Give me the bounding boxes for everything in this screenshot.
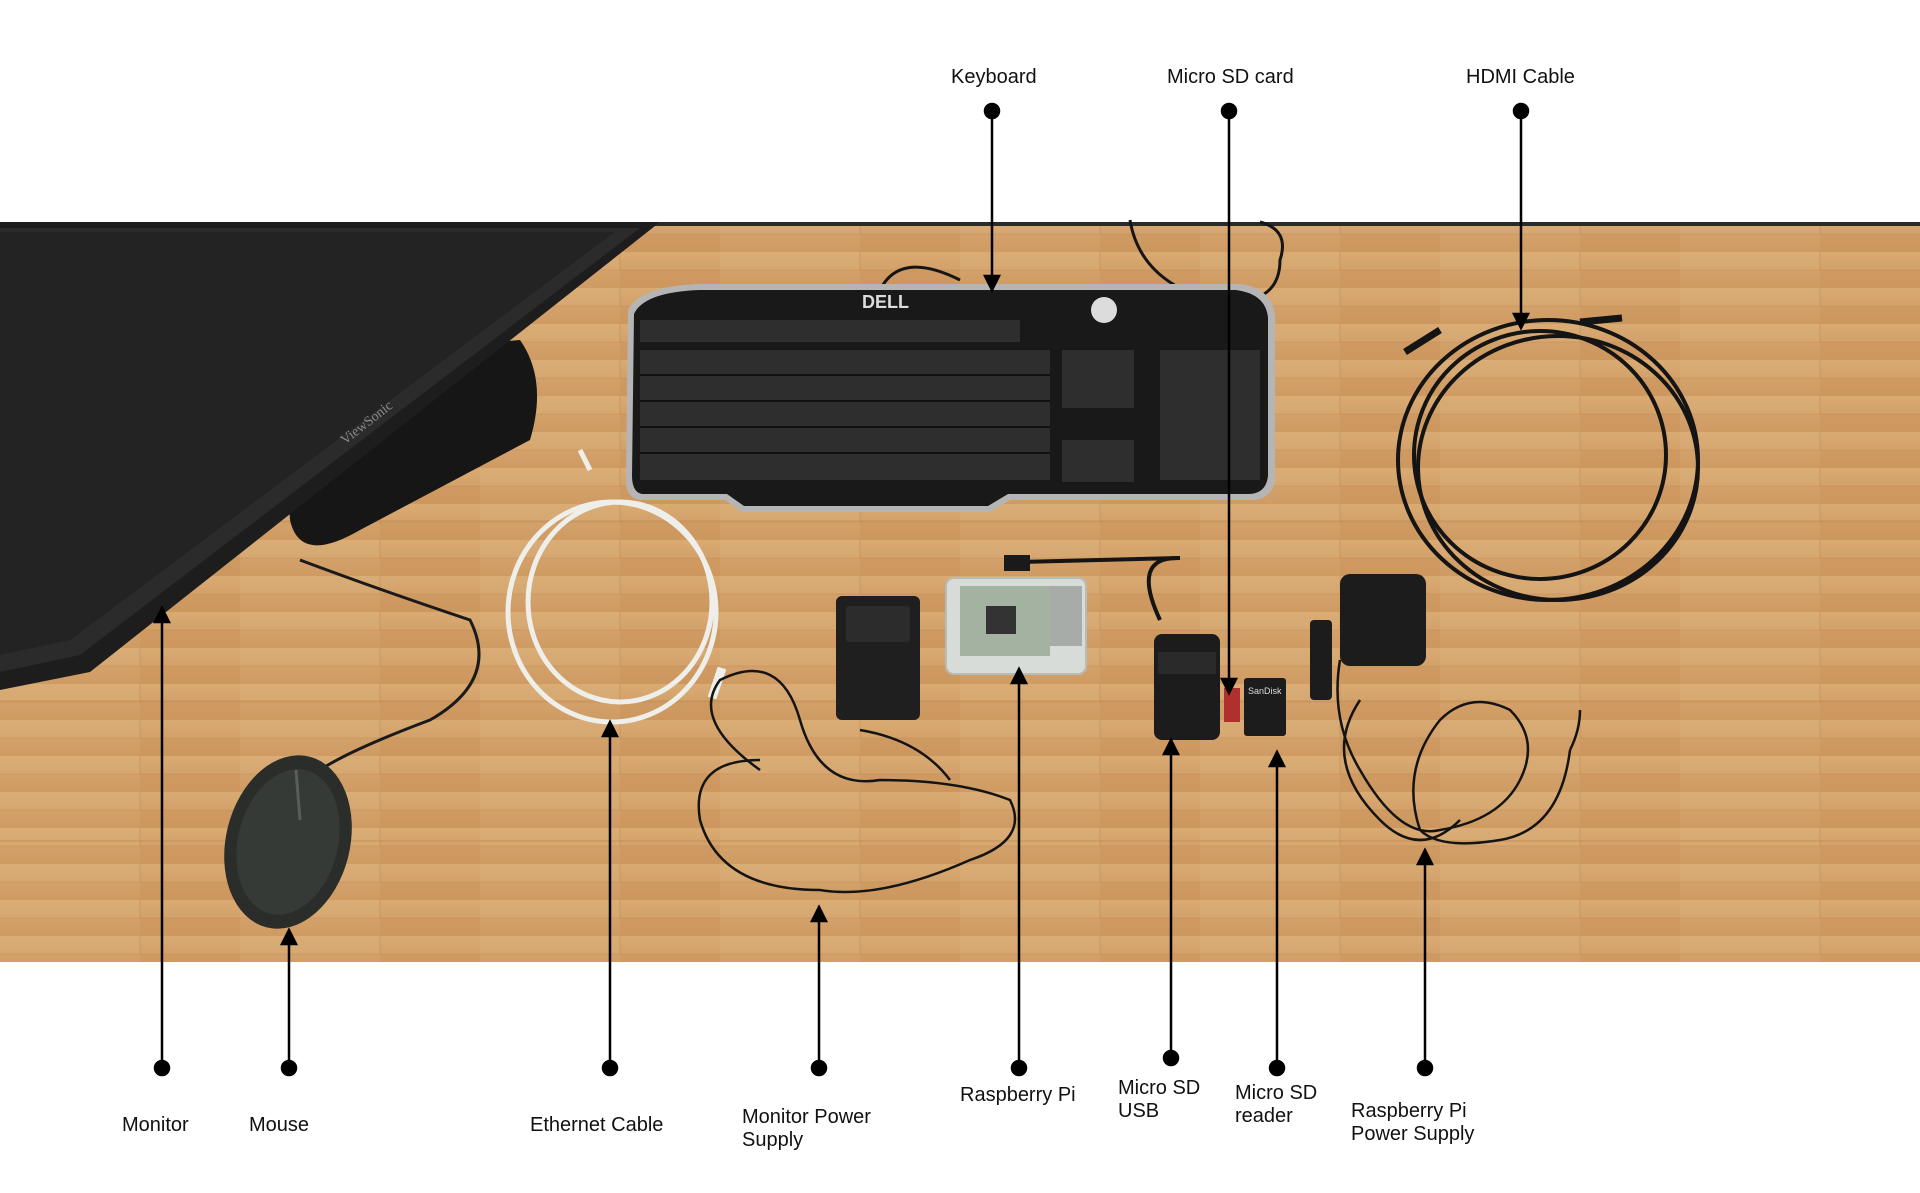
label-raspberry-pi-power-supply-line1: Raspberry Pi [1351, 1100, 1467, 1122]
label-keyboard: Keyboard [951, 66, 1037, 88]
label-monitor-power-supply: Monitor Power Supply [742, 1106, 871, 1152]
keyboard-pointer [982, 102, 1002, 293]
keyboard-photo: DELL [626, 284, 1275, 512]
micro-sd-usb-pointer [1161, 737, 1181, 1067]
label-monitor-power-supply-line2: Supply [742, 1129, 804, 1151]
label-monitor-power-supply-line1: Monitor Power [742, 1106, 871, 1128]
monitor-pointer [152, 605, 172, 1077]
monitor-power-supply-photo [697, 596, 1017, 894]
monitor-power-supply-pointer [809, 904, 829, 1077]
micro-sd-usb-photo [1154, 634, 1220, 740]
label-micro-sd-usb-line1: Micro SD [1118, 1077, 1201, 1099]
raspberry-pi-photo [945, 555, 1181, 675]
label-micro-sd-card: Micro SD card [1167, 66, 1294, 88]
mouse-cable [299, 558, 481, 772]
hdmi-cable-pointer [1511, 102, 1531, 331]
label-ethernet-cable: Ethernet Cable [530, 1114, 664, 1136]
label-micro-sd-usb: Micro SD USB [1118, 1077, 1200, 1123]
micro-sd-reader-pointer [1267, 749, 1287, 1077]
mouse-pointer [279, 927, 299, 1077]
micro-sd-reader-photo: SanDisk [1244, 678, 1286, 736]
label-micro-sd-reader-line1: Micro SD [1235, 1082, 1318, 1104]
raspberry-pi-pointer [1009, 666, 1029, 1077]
hdmi-cable-photo [1396, 314, 1700, 602]
label-micro-sd-reader: Micro SD reader [1235, 1082, 1317, 1128]
ethernet-cable-pointer [600, 719, 620, 1077]
label-hdmi-cable: HDMI Cable [1466, 66, 1575, 88]
leader-lines [152, 102, 1531, 1077]
sd-brand-text: SanDisk [1248, 686, 1282, 696]
raspberry-pi-power-supply-photo [1310, 574, 1582, 845]
label-mouse: Mouse [249, 1114, 310, 1136]
monitor-photo: ViewSonic [0, 222, 660, 690]
label-monitor: Monitor [122, 1114, 189, 1136]
label-micro-sd-reader-line2: reader [1235, 1105, 1293, 1127]
label-micro-sd-usb-line2: USB [1118, 1100, 1160, 1122]
label-raspberry-pi: Raspberry Pi [960, 1084, 1076, 1106]
raspberry-pi-power-supply-pointer [1415, 847, 1435, 1077]
label-raspberry-pi-power-supply-line2: Power Supply [1351, 1123, 1475, 1145]
keyboard-brand-text: DELL [862, 292, 909, 312]
label-raspberry-pi-power-supply: Raspberry Pi Power Supply [1351, 1100, 1474, 1146]
mouse-photo [224, 755, 352, 929]
micro-sd-card-pointer [1219, 102, 1239, 696]
micro-sd-card-photo [1224, 688, 1240, 722]
